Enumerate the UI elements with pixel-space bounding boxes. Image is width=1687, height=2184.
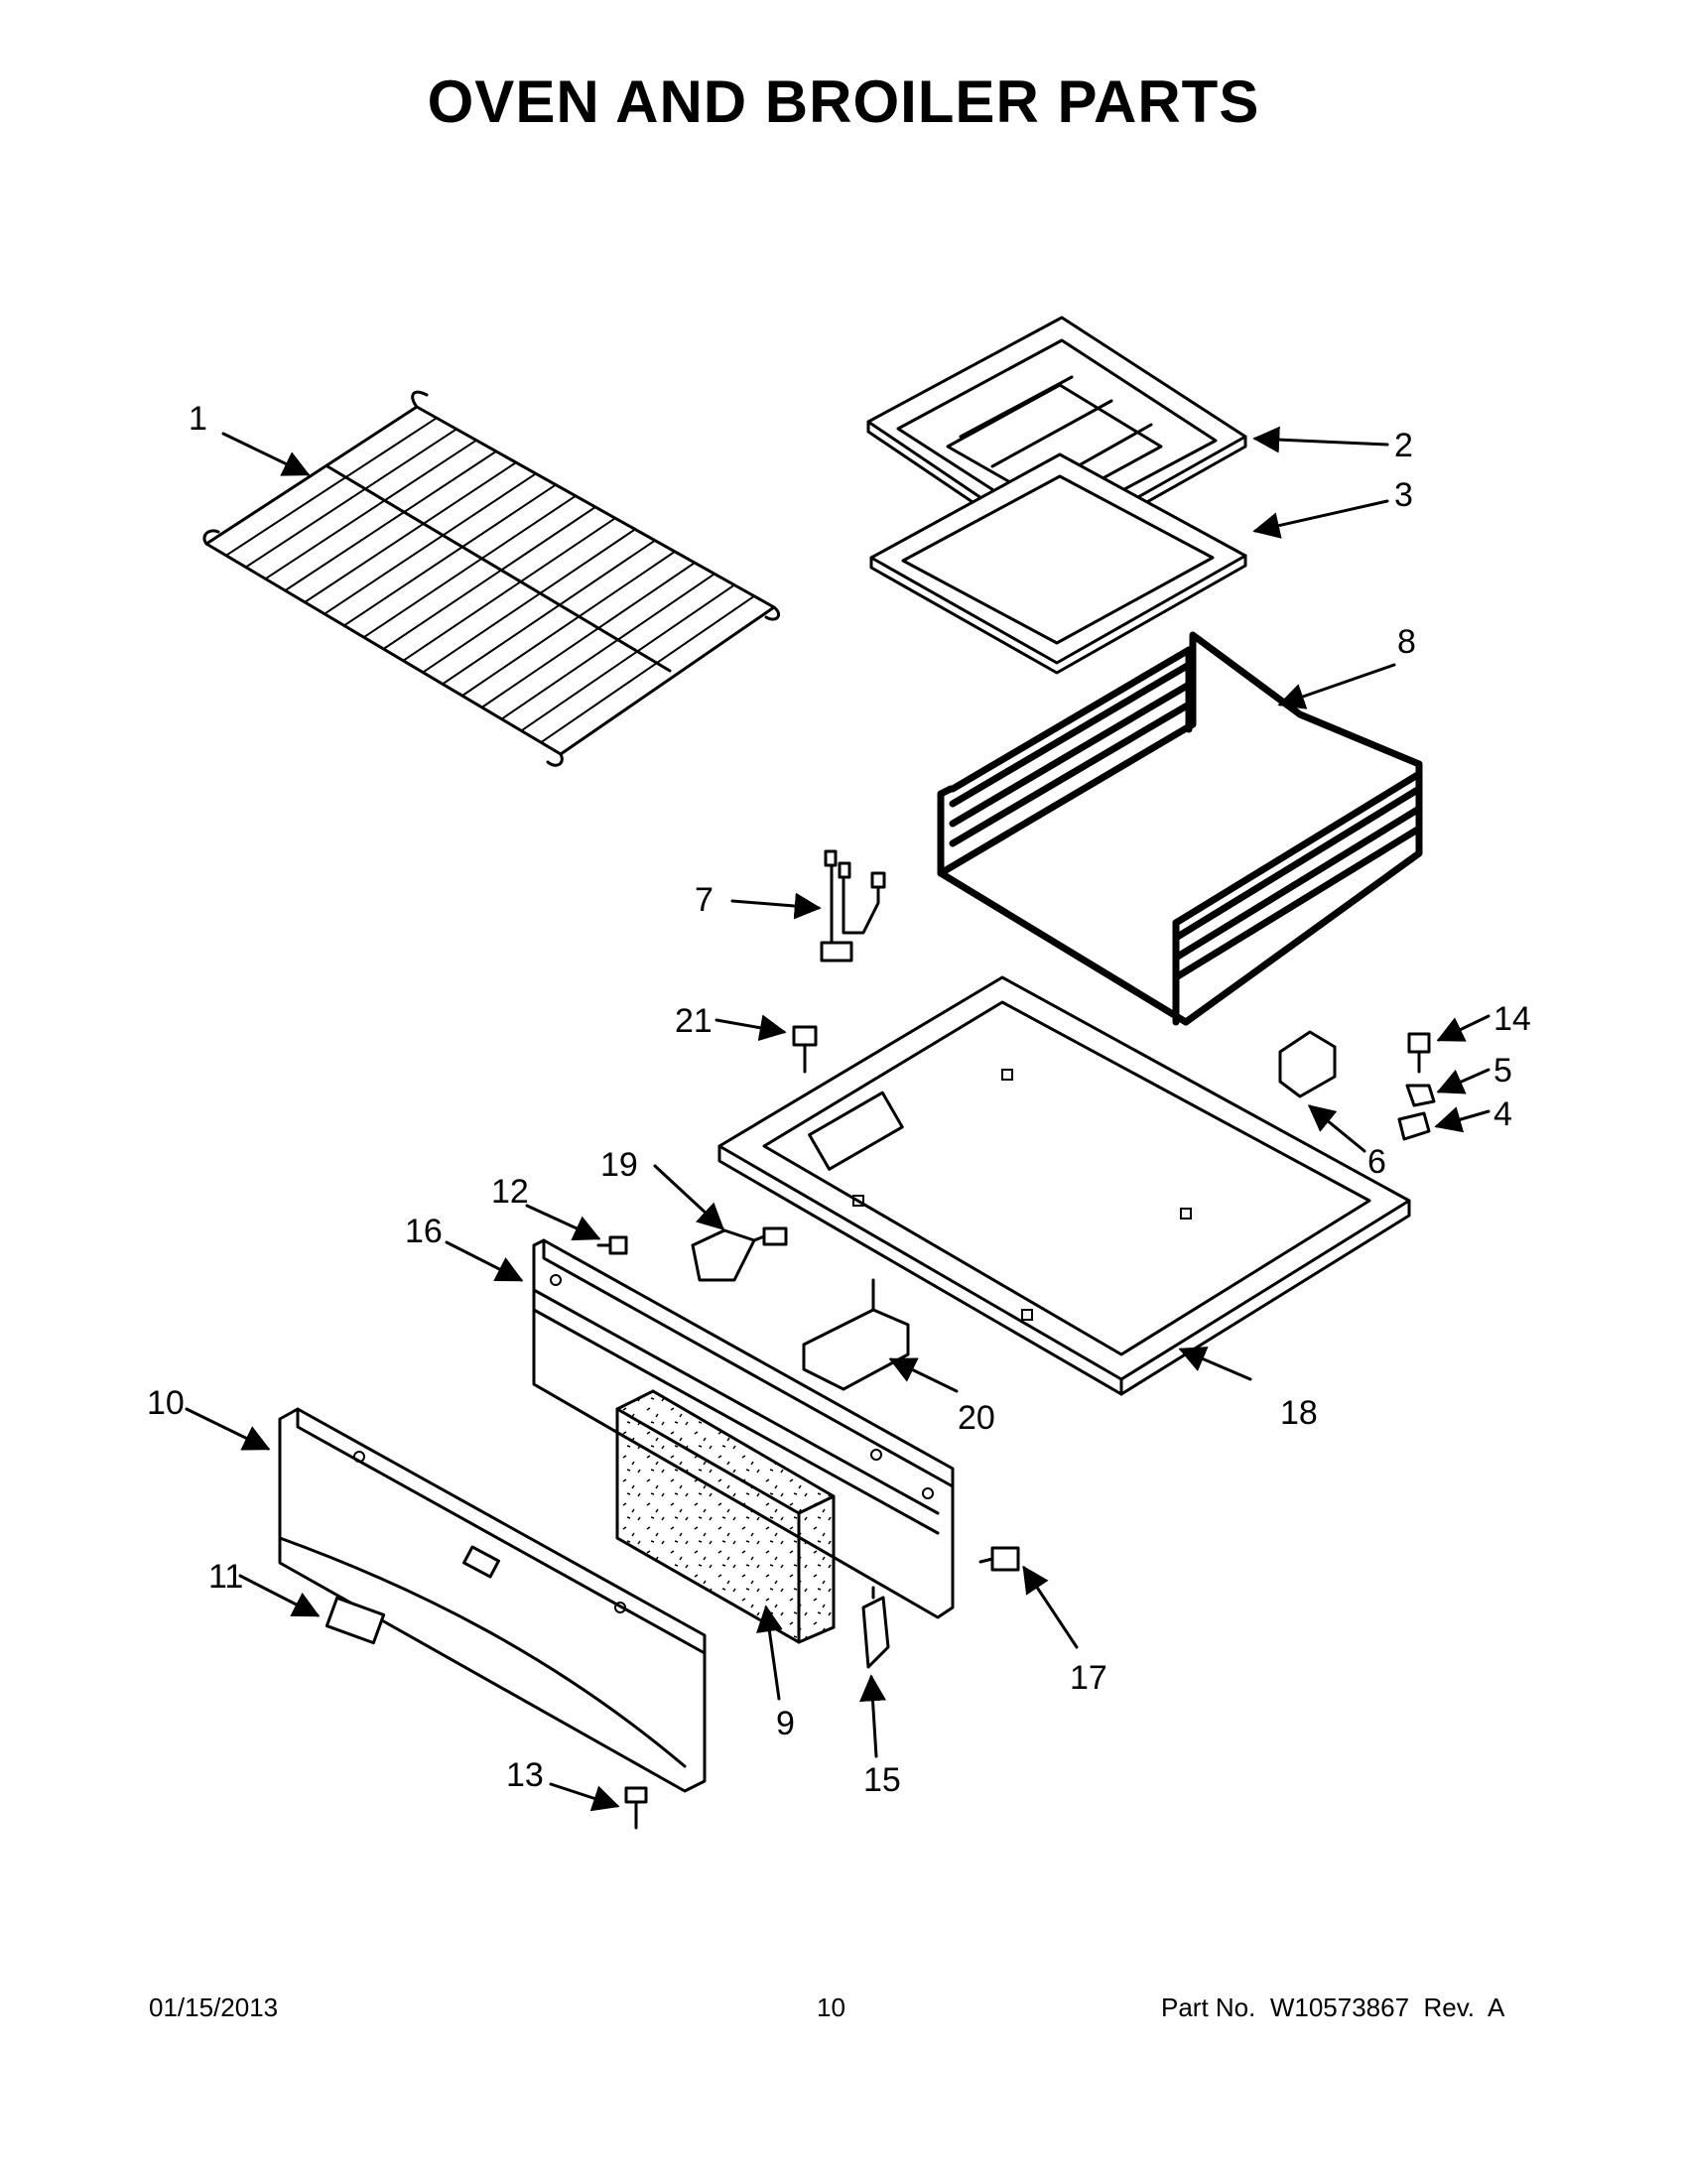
footer-part-number: Part No. W10573867 Rev. A — [1161, 1992, 1505, 2022]
part-broil-element — [937, 631, 1423, 1026]
rack-rod — [442, 539, 656, 686]
rack-rod — [461, 551, 676, 697]
rack-rod — [382, 506, 596, 650]
rack-rod — [264, 439, 477, 580]
rack-rod — [245, 428, 457, 569]
callout-1: 1 — [189, 400, 207, 438]
callout-5: 5 — [1493, 1052, 1512, 1090]
callout-8: 8 — [1397, 623, 1416, 661]
rack-rod — [304, 461, 517, 603]
callout-17: 17 — [1070, 1659, 1107, 1697]
rack-rod — [324, 472, 537, 615]
callout-19: 19 — [600, 1146, 638, 1184]
part-screw-12 — [596, 1235, 628, 1255]
part-clip-5 — [1405, 1084, 1436, 1107]
part-screw-21 — [792, 1025, 818, 1074]
rack-rod — [402, 517, 616, 662]
callout-16: 16 — [405, 1213, 443, 1250]
part-oven-bottom — [717, 975, 1411, 1396]
callout-21: 21 — [675, 1002, 713, 1040]
rack-rod — [363, 494, 577, 639]
callout-3: 3 — [1394, 476, 1413, 514]
callout-20: 20 — [958, 1399, 995, 1437]
part-oven-rack — [202, 390, 780, 767]
callout-10: 10 — [147, 1384, 185, 1422]
footer-date: 01/15/2013 — [149, 1992, 279, 2022]
callout-4: 4 — [1493, 1095, 1512, 1133]
part-screw-13 — [624, 1786, 648, 1830]
rack-rod — [520, 583, 735, 732]
part-bolt-17 — [978, 1546, 1020, 1572]
rack-rod — [500, 573, 715, 720]
callout-9: 9 — [776, 1705, 795, 1742]
callout-2: 2 — [1394, 427, 1413, 464]
part-inner-panel — [532, 1238, 955, 1619]
footer-page-number: 10 — [817, 1992, 845, 2022]
part-drawer-front — [278, 1407, 707, 1793]
callout-18: 18 — [1280, 1394, 1318, 1432]
part-bracket-6 — [1278, 1030, 1337, 1098]
page-title: OVEN AND BROILER PARTS — [427, 68, 1260, 135]
rack-rod — [481, 562, 696, 708]
part-insulation — [615, 1389, 836, 1644]
callout-12: 12 — [491, 1173, 529, 1211]
callout-13: 13 — [506, 1756, 544, 1794]
rack-rod — [422, 528, 636, 674]
part-wire-harness — [820, 849, 886, 963]
callout-15: 15 — [863, 1761, 901, 1799]
callout-14: 14 — [1493, 1000, 1531, 1038]
part-module-20 — [802, 1278, 910, 1391]
callout-11: 11 — [208, 1558, 243, 1596]
callout-labels: 1 2 3 8 7 21 6 14 5 4 19 12 16 20 18 10 … — [147, 400, 1531, 1799]
rack-rod — [284, 450, 497, 591]
part-clip-4 — [1397, 1111, 1431, 1141]
callout-7: 7 — [695, 881, 714, 919]
part-broiler-pan — [869, 452, 1247, 675]
part-screw-14 — [1407, 1032, 1431, 1074]
rack-rod — [540, 594, 755, 744]
rack-rod — [343, 483, 557, 627]
callout-leaders — [185, 426, 1491, 1812]
callout-6: 6 — [1367, 1143, 1386, 1181]
part-sensor-19 — [691, 1226, 788, 1282]
part-latch-15 — [861, 1586, 890, 1669]
part-handle-insert — [324, 1596, 386, 1645]
rack-rod — [225, 417, 438, 557]
